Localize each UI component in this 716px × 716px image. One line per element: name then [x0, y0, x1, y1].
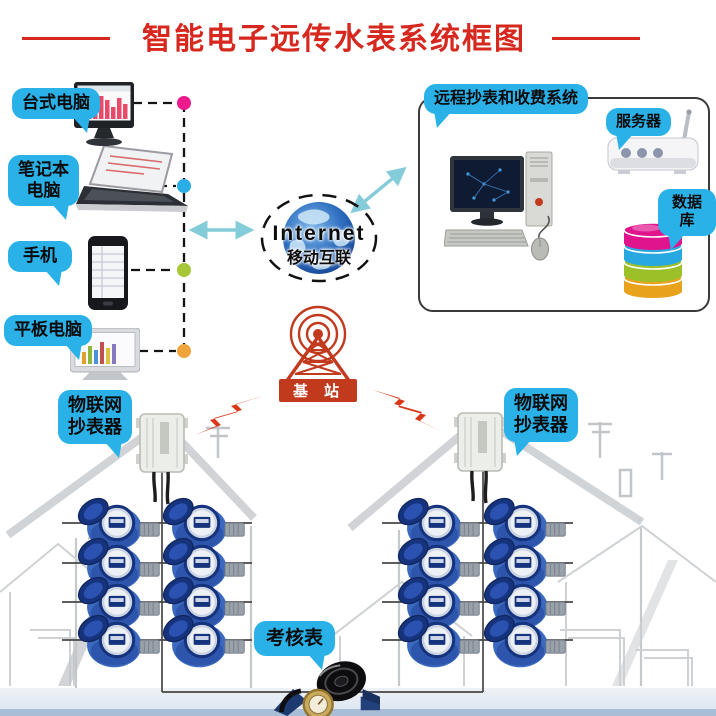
- laptop-icon: [76, 146, 188, 212]
- internet-subtitle: 移动互联: [286, 250, 351, 267]
- page-title: 智能电子远传水表系统框图: [142, 23, 526, 56]
- assessment-meter-label: 考核表: [254, 621, 336, 671]
- database-icon: [623, 222, 683, 298]
- assessment-meter-icon: [273, 661, 380, 716]
- lightning-bolt-right-icon: [373, 390, 441, 431]
- server-label: 服务器: [606, 108, 672, 151]
- label-smartphone: 手机: [8, 241, 72, 286]
- smartphone-icon: [88, 236, 128, 310]
- node-dot-laptop: [177, 179, 191, 193]
- lightning-bolt-left-icon: [195, 396, 263, 435]
- label-laptop: 笔记本 电脑: [8, 155, 79, 222]
- iot-reader-device-right-icon: [454, 412, 506, 504]
- billing-system-title: 远程抄表和收费系统: [424, 84, 589, 127]
- node-dot-desktop: [177, 96, 191, 110]
- label-desktop-computer: 台式电脑: [12, 88, 100, 133]
- ground-strip: [0, 709, 716, 716]
- internet-cloud: [260, 193, 378, 283]
- iot-reader-device-left-icon: [136, 413, 188, 505]
- iot-reader-label-left: 物联网 抄表器: [58, 390, 132, 458]
- device-label-strip: [478, 421, 487, 453]
- arrow-internet-billing: [350, 166, 407, 214]
- internet-name: Internet: [272, 222, 366, 245]
- ground-band: [0, 688, 716, 710]
- title-dash-left: [22, 37, 110, 40]
- client-dashed-connectors: [131, 101, 186, 353]
- cloud-dashed-outline: [260, 193, 378, 283]
- base-station-label: 基站: [292, 382, 355, 400]
- device-label-strip: [160, 422, 169, 454]
- iot-reader-label-right: 物联网 抄表器: [504, 388, 578, 456]
- base-station-tower-icon: 基站: [279, 305, 357, 402]
- node-dot-smartphone: [177, 263, 191, 277]
- database-label: 数据库: [658, 189, 716, 250]
- label-tablet: 平板电脑: [4, 315, 92, 360]
- workstation-icon: [444, 151, 553, 261]
- node-dot-tablet: [177, 344, 191, 358]
- title-dash-right: [552, 37, 640, 40]
